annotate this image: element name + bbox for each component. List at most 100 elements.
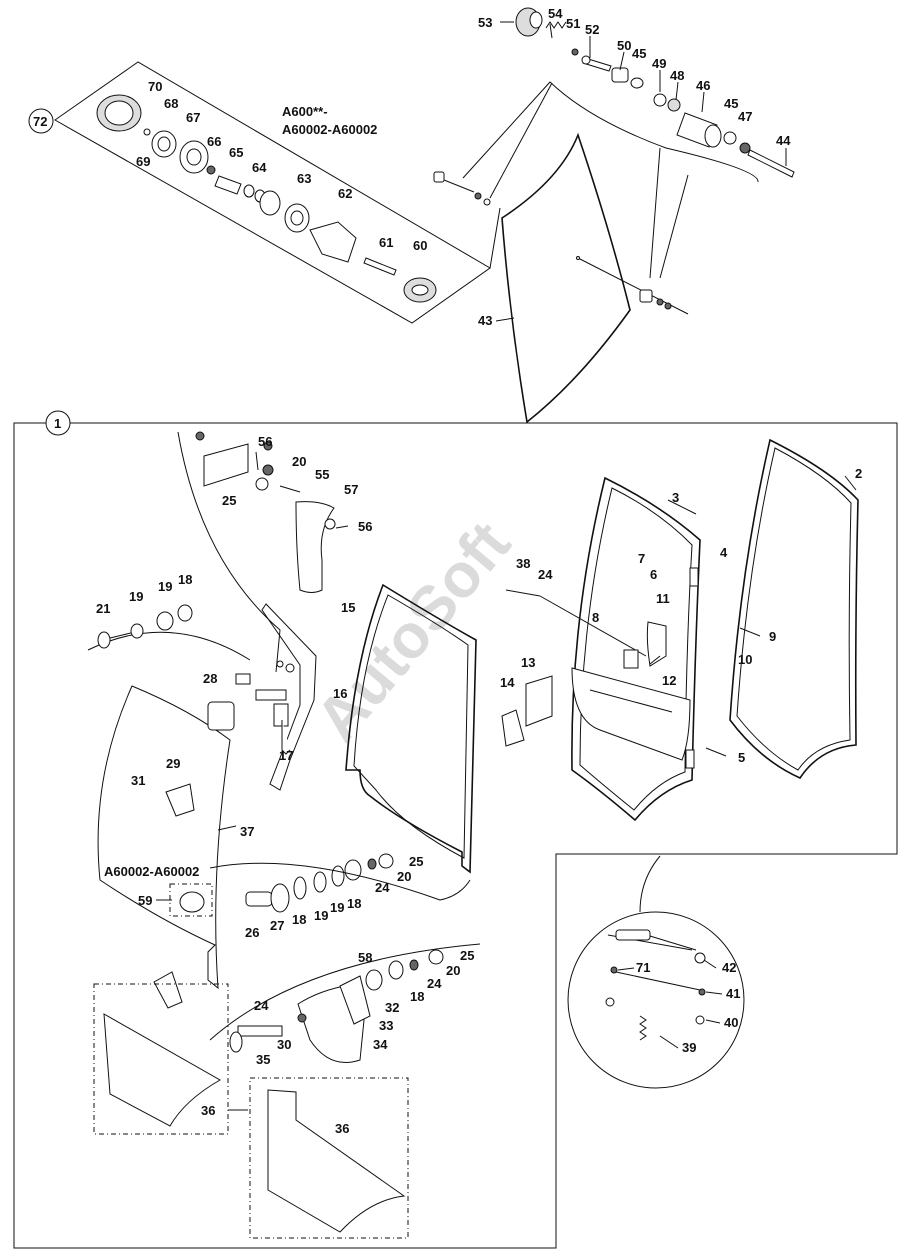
callout-50: 50 bbox=[617, 38, 631, 53]
kit-header-line-2: A60002-A60002 bbox=[282, 122, 377, 137]
cover-36-left bbox=[93, 983, 229, 1135]
callout-57: 57 bbox=[344, 482, 358, 497]
callout-44: 44 bbox=[776, 133, 791, 148]
callout-20-top: 20 bbox=[292, 454, 306, 469]
door-seal-2 bbox=[729, 438, 859, 780]
callout-18-left: 18 bbox=[178, 572, 192, 587]
glass-panel-15 bbox=[345, 583, 477, 874]
callout-56-right: 56 bbox=[358, 519, 372, 534]
callout-35: 35 bbox=[256, 1052, 270, 1067]
callout-28: 28 bbox=[203, 671, 217, 686]
callout-66: 66 bbox=[207, 134, 221, 149]
group-label-main: 1 bbox=[54, 416, 61, 431]
callout-68: 68 bbox=[164, 96, 178, 111]
callout-69: 69 bbox=[136, 154, 150, 169]
callout-54: 54 bbox=[548, 6, 563, 21]
callout-11: 11 bbox=[656, 591, 670, 606]
callout-65: 65 bbox=[229, 145, 243, 160]
callout-26: 26 bbox=[245, 925, 259, 940]
callout-19-mid-2: 19 bbox=[314, 908, 328, 923]
callout-24-door: 24 bbox=[538, 567, 553, 582]
callout-62: 62 bbox=[338, 186, 352, 201]
leader-lines bbox=[156, 21, 857, 901]
callout-61: 61 bbox=[379, 235, 393, 250]
hinge-parts-top bbox=[433, 7, 795, 310]
handle-57 bbox=[195, 431, 336, 593]
callout-19-mid: 19 bbox=[330, 900, 344, 915]
callout-4: 4 bbox=[720, 545, 728, 560]
kit-header-line-1: A600**- bbox=[282, 104, 328, 119]
callout-9: 9 bbox=[769, 629, 776, 644]
callout-52: 52 bbox=[585, 22, 599, 37]
callout-24-mid: 24 bbox=[375, 880, 390, 895]
callout-25-mid: 25 bbox=[409, 854, 423, 869]
callout-25-top: 25 bbox=[222, 493, 236, 508]
callout-45-bottom: 45 bbox=[724, 96, 738, 111]
callout-15: 15 bbox=[341, 600, 355, 615]
callout-38: 38 bbox=[516, 556, 530, 571]
callout-30: 30 bbox=[277, 1037, 291, 1052]
callout-47: 47 bbox=[738, 109, 752, 124]
left-panel-37 bbox=[97, 603, 317, 990]
callout-25-low: 25 bbox=[460, 948, 474, 963]
group-label-kit: 72 bbox=[33, 114, 47, 129]
callout-71: 71 bbox=[636, 960, 650, 975]
callout-20-mid: 20 bbox=[397, 869, 411, 884]
latch-assembly-16 bbox=[235, 660, 295, 755]
callout-43: 43 bbox=[478, 313, 492, 328]
callout-36-left: 36 bbox=[201, 1103, 215, 1118]
callout-13: 13 bbox=[521, 655, 535, 670]
callout-12: 12 bbox=[662, 673, 676, 688]
kit-box-72 bbox=[28, 61, 491, 324]
callout-14: 14 bbox=[500, 675, 515, 690]
callout-46: 46 bbox=[696, 78, 710, 93]
callout-29: 29 bbox=[166, 756, 180, 771]
callout-60: 60 bbox=[413, 238, 427, 253]
callout-3: 3 bbox=[672, 490, 679, 505]
callout-7: 7 bbox=[638, 551, 645, 566]
watermark: AutoSoft bbox=[303, 509, 524, 754]
callout-39: 39 bbox=[682, 1040, 696, 1055]
gas-spring-detail bbox=[567, 855, 745, 1089]
callout-27: 27 bbox=[270, 918, 284, 933]
callout-2: 2 bbox=[855, 466, 862, 481]
callout-18-mid-2: 18 bbox=[292, 912, 306, 927]
callout-64: 64 bbox=[252, 160, 267, 175]
callout-51: 51 bbox=[566, 16, 580, 31]
lock-parts-lower bbox=[153, 943, 481, 1063]
callout-33: 33 bbox=[379, 1018, 393, 1033]
callout-53: 53 bbox=[478, 15, 492, 30]
cover-36-right bbox=[249, 1077, 409, 1239]
door-glass-43 bbox=[501, 132, 689, 424]
callout-19-left-2: 19 bbox=[158, 579, 172, 594]
callout-6: 6 bbox=[650, 567, 657, 582]
callout-20-low: 20 bbox=[446, 963, 460, 978]
callout-63: 63 bbox=[297, 171, 311, 186]
callout-58: 58 bbox=[358, 950, 372, 965]
callout-19-left: 19 bbox=[129, 589, 143, 604]
callout-67: 67 bbox=[186, 110, 200, 125]
door-frame-3 bbox=[501, 476, 701, 822]
callout-36-right: 36 bbox=[335, 1121, 349, 1136]
callout-21: 21 bbox=[96, 601, 110, 616]
lock-parts-mid bbox=[169, 853, 471, 917]
callout-48: 48 bbox=[670, 68, 684, 83]
callout-45-top: 45 bbox=[632, 46, 646, 61]
callout-18-mid: 18 bbox=[347, 896, 361, 911]
callout-40: 40 bbox=[724, 1015, 738, 1030]
callout-55: 55 bbox=[315, 467, 329, 482]
callout-37: 37 bbox=[240, 824, 254, 839]
callout-31: 31 bbox=[131, 773, 145, 788]
callout-8: 8 bbox=[592, 610, 599, 625]
lock-parts-left bbox=[87, 604, 251, 817]
callout-34: 34 bbox=[373, 1037, 388, 1052]
callout-17: 17 bbox=[279, 748, 293, 763]
callout-10: 10 bbox=[738, 652, 752, 667]
callout-49: 49 bbox=[652, 56, 666, 71]
lower-range-note: A60002-A60002 bbox=[104, 864, 199, 879]
callout-41: 41 bbox=[726, 986, 740, 1001]
callout-16: 16 bbox=[333, 686, 347, 701]
callout-70: 70 bbox=[148, 79, 162, 94]
callout-59: 59 bbox=[138, 893, 152, 908]
